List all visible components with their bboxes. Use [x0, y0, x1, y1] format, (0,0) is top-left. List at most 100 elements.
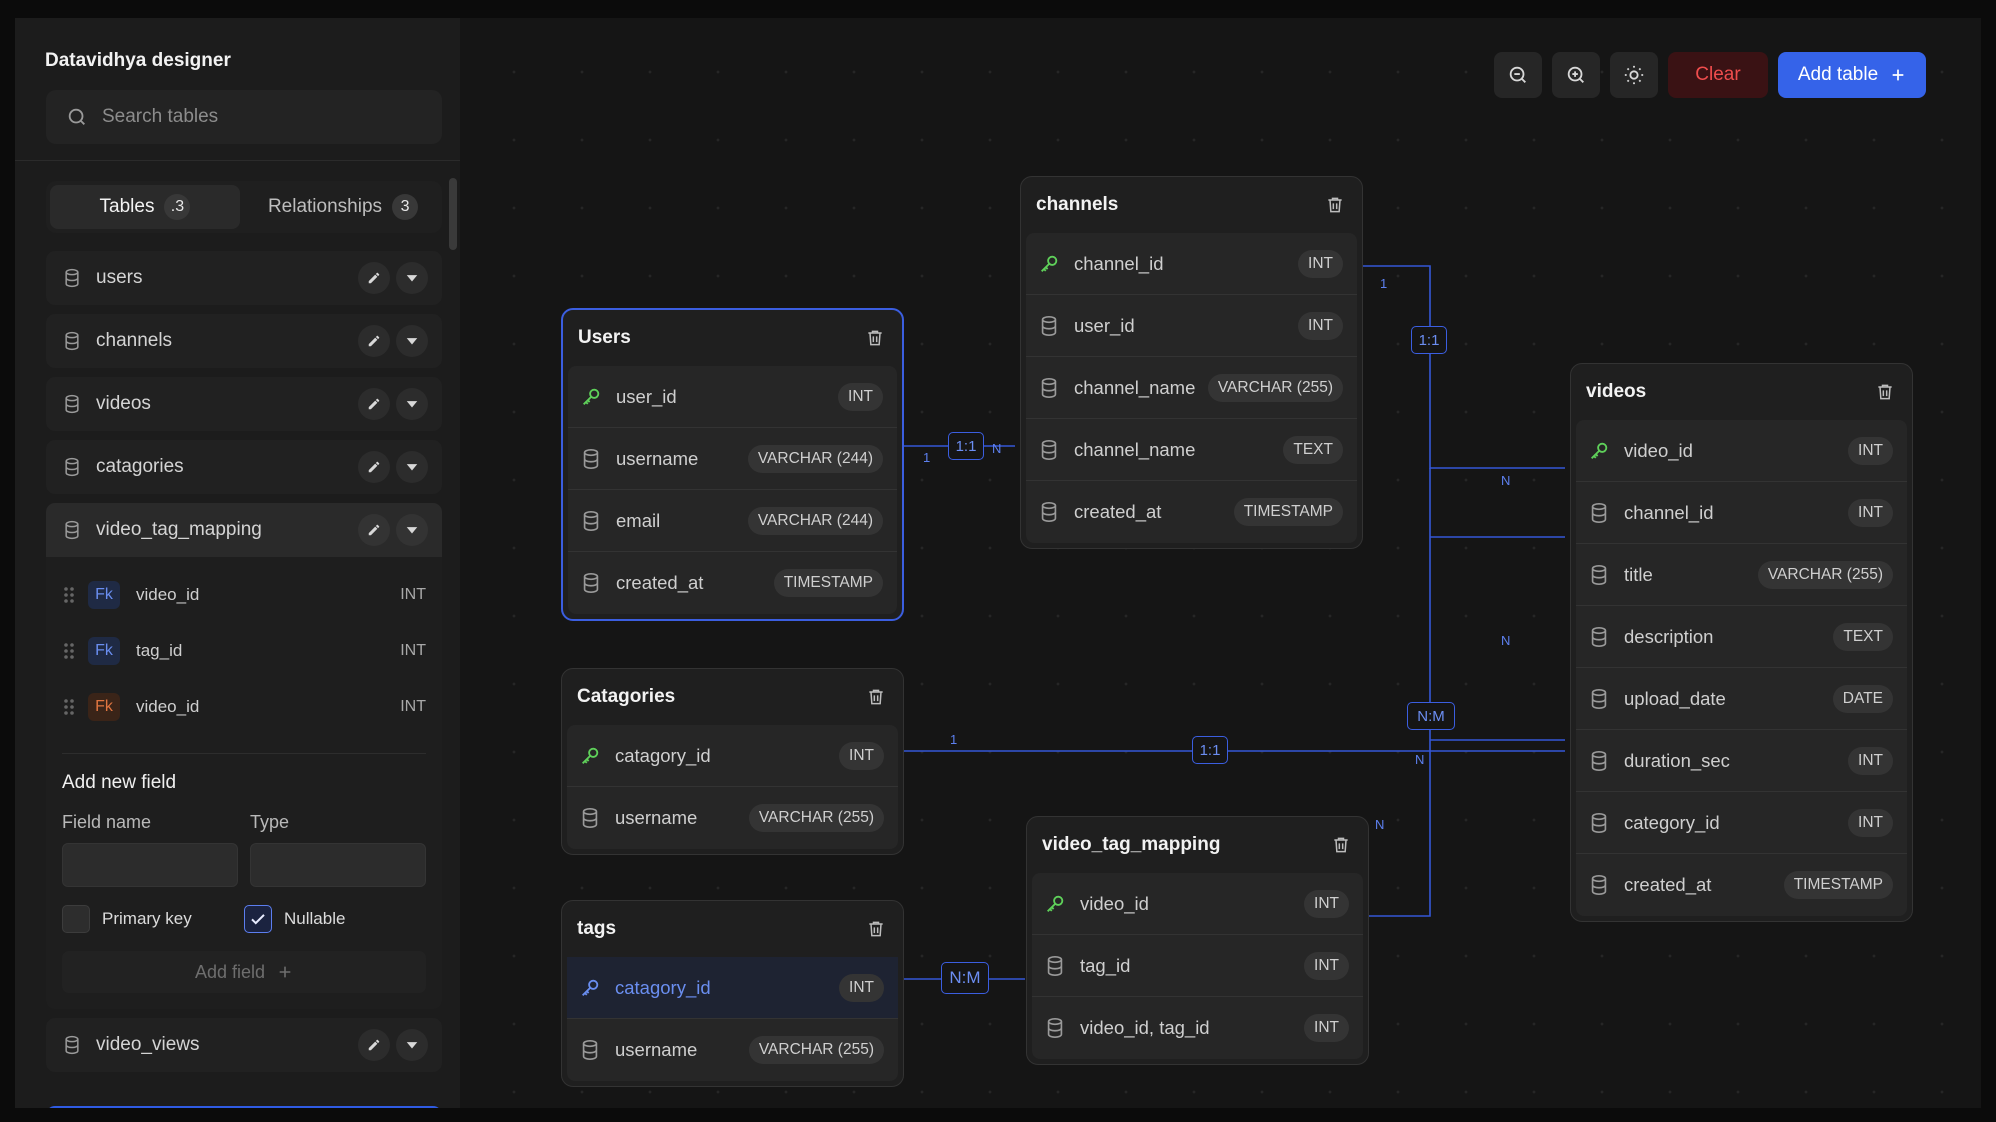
expand-table-button[interactable] — [396, 325, 428, 357]
table-card-header[interactable]: video_tag_mapping — [1032, 817, 1363, 873]
table-card-body: video_id INT channel_id INT title VARCHA… — [1576, 420, 1907, 916]
table-item-channels[interactable]: channels — [46, 314, 442, 368]
field-name-input[interactable] — [62, 843, 238, 887]
search-input[interactable] — [102, 106, 402, 128]
column-row[interactable]: channel_name TEXT — [1026, 419, 1357, 481]
column-row[interactable]: username VARCHAR (255) — [567, 1019, 898, 1081]
nullable-checkbox[interactable] — [244, 905, 272, 933]
table-item-users[interactable]: users — [46, 251, 442, 305]
edit-table-button[interactable] — [358, 451, 390, 483]
column-row[interactable]: description TEXT — [1576, 606, 1907, 668]
drag-handle-icon[interactable] — [62, 585, 76, 605]
relationship-badge-tags-mapping[interactable]: N:M — [941, 962, 989, 994]
edit-table-button[interactable] — [358, 388, 390, 420]
database-icon — [1041, 439, 1057, 460]
table-card-header[interactable]: videos — [1576, 364, 1907, 420]
column-row[interactable]: username VARCHAR (244) — [568, 428, 897, 490]
field-row[interactable]: Fk video_id INT — [46, 567, 442, 623]
type-input[interactable] — [250, 843, 426, 887]
table-card-header[interactable]: Catagories — [567, 669, 898, 725]
column-row[interactable]: video_id, tag_id INT — [1032, 997, 1363, 1059]
drag-handle-icon[interactable] — [62, 697, 76, 717]
edit-table-button[interactable] — [358, 262, 390, 294]
column-name: username — [615, 807, 698, 828]
database-icon — [65, 457, 79, 477]
zoom-out-button[interactable] — [1494, 52, 1542, 98]
table-card-videos[interactable]: videos video_id INT channel_id INT title — [1570, 363, 1913, 922]
column-row[interactable]: created_at TIMESTAMP — [1026, 481, 1357, 543]
collapse-table-button[interactable] — [396, 514, 428, 546]
primary-key-checkbox[interactable] — [62, 905, 90, 933]
add-table-button[interactable]: Add table — [1778, 52, 1926, 98]
column-row[interactable]: duration_sec INT — [1576, 730, 1907, 792]
column-row[interactable]: username VARCHAR (255) — [567, 787, 898, 849]
table-card-catagories[interactable]: Catagories catagory_id INT username VARC… — [561, 668, 904, 855]
database-icon — [1591, 502, 1607, 523]
relationship-badge-users-channels[interactable]: 1:1 — [948, 432, 984, 460]
sidebar-primary-button[interactable] — [46, 1106, 442, 1108]
trash-icon[interactable] — [1875, 382, 1895, 402]
tab-tables[interactable]: Tables .3 — [50, 185, 240, 229]
column-row[interactable]: catagory_id INT — [567, 725, 898, 787]
column-row[interactable]: upload_date DATE — [1576, 668, 1907, 730]
column-row[interactable]: channel_id INT — [1026, 233, 1357, 295]
edit-table-button[interactable] — [358, 514, 390, 546]
column-row-selected[interactable]: catagory_id INT — [567, 957, 898, 1019]
search-box[interactable] — [46, 90, 442, 144]
trash-icon[interactable] — [1331, 835, 1351, 855]
table-card-header[interactable]: tags — [567, 901, 898, 957]
trash-icon[interactable] — [866, 919, 886, 939]
trash-icon[interactable] — [866, 687, 886, 707]
diagram-canvas[interactable]: 1:1 1 N 1:1 1 N N:M N N 1:1 1 N N:M Clea… — [460, 18, 1981, 1108]
sidebar-scrollbar[interactable] — [449, 178, 457, 250]
table-card-tags[interactable]: tags catagory_id INT username VARCHAR (2… — [561, 900, 904, 1087]
edit-table-button[interactable] — [358, 1029, 390, 1061]
relationship-badge-mapping-videos[interactable]: N:M — [1407, 702, 1455, 730]
zoom-in-button[interactable] — [1552, 52, 1600, 98]
table-card-users[interactable]: Users user_id INT username VARCHAR (244)… — [561, 308, 904, 621]
relationship-badge-catagories-videos[interactable]: 1:1 — [1192, 736, 1228, 764]
column-row[interactable]: created_at TIMESTAMP — [1576, 854, 1907, 916]
primary-key-option[interactable]: Primary key — [62, 905, 244, 933]
table-item-video-tag-mapping[interactable]: video_tag_mapping — [46, 503, 442, 557]
add-field-button[interactable]: Add field — [62, 951, 426, 993]
table-card-header[interactable]: channels — [1026, 177, 1357, 233]
table-card-channels[interactable]: channels channel_id INT user_id INT chan… — [1020, 176, 1363, 549]
column-name: user_id — [1074, 314, 1135, 336]
table-card-video-tag-mapping[interactable]: video_tag_mapping video_id INT tag_id IN… — [1026, 816, 1369, 1065]
column-row[interactable]: created_at TIMESTAMP — [568, 552, 897, 614]
expand-table-button[interactable] — [396, 451, 428, 483]
table-card-header[interactable]: Users — [568, 310, 897, 366]
expand-table-button[interactable] — [396, 388, 428, 420]
link-channels-videos — [1353, 265, 1565, 469]
clear-button[interactable]: Clear — [1668, 52, 1768, 98]
column-row[interactable]: user_id INT — [568, 366, 897, 428]
column-row[interactable]: channel_id INT — [1576, 482, 1907, 544]
edit-table-button[interactable] — [358, 325, 390, 357]
column-row[interactable]: tag_id INT — [1032, 935, 1363, 997]
theme-toggle-button[interactable] — [1610, 52, 1658, 98]
table-item-videos[interactable]: videos — [46, 377, 442, 431]
column-row[interactable]: email VARCHAR (244) — [568, 490, 897, 552]
table-item-catagories[interactable]: catagories — [46, 440, 442, 494]
table-item-video-views[interactable]: video_views — [46, 1018, 442, 1072]
expand-table-button[interactable] — [396, 1029, 428, 1061]
tab-relationships[interactable]: Relationships 3 — [248, 185, 438, 229]
column-row[interactable]: user_id INT — [1026, 295, 1357, 357]
trash-icon[interactable] — [1325, 195, 1345, 215]
relationship-badge-channels-videos[interactable]: 1:1 — [1411, 326, 1447, 354]
field-row[interactable]: Fk video_id INT — [46, 679, 442, 735]
field-row[interactable]: Fk tag_id INT — [46, 623, 442, 679]
column-row[interactable]: video_id INT — [1032, 873, 1363, 935]
foreign-key-badge: Fk — [88, 693, 120, 721]
database-icon — [1591, 626, 1607, 647]
column-row[interactable]: title VARCHAR (255) — [1576, 544, 1907, 606]
expand-table-button[interactable] — [396, 262, 428, 294]
column-row[interactable]: category_id INT — [1576, 792, 1907, 854]
drag-handle-icon[interactable] — [62, 641, 76, 661]
link-channels-trunk — [1353, 468, 1431, 917]
nullable-option[interactable]: Nullable — [244, 905, 426, 933]
trash-icon[interactable] — [865, 328, 885, 348]
column-row[interactable]: channel_name VARCHAR (255) — [1026, 357, 1357, 419]
column-row[interactable]: video_id INT — [1576, 420, 1907, 482]
